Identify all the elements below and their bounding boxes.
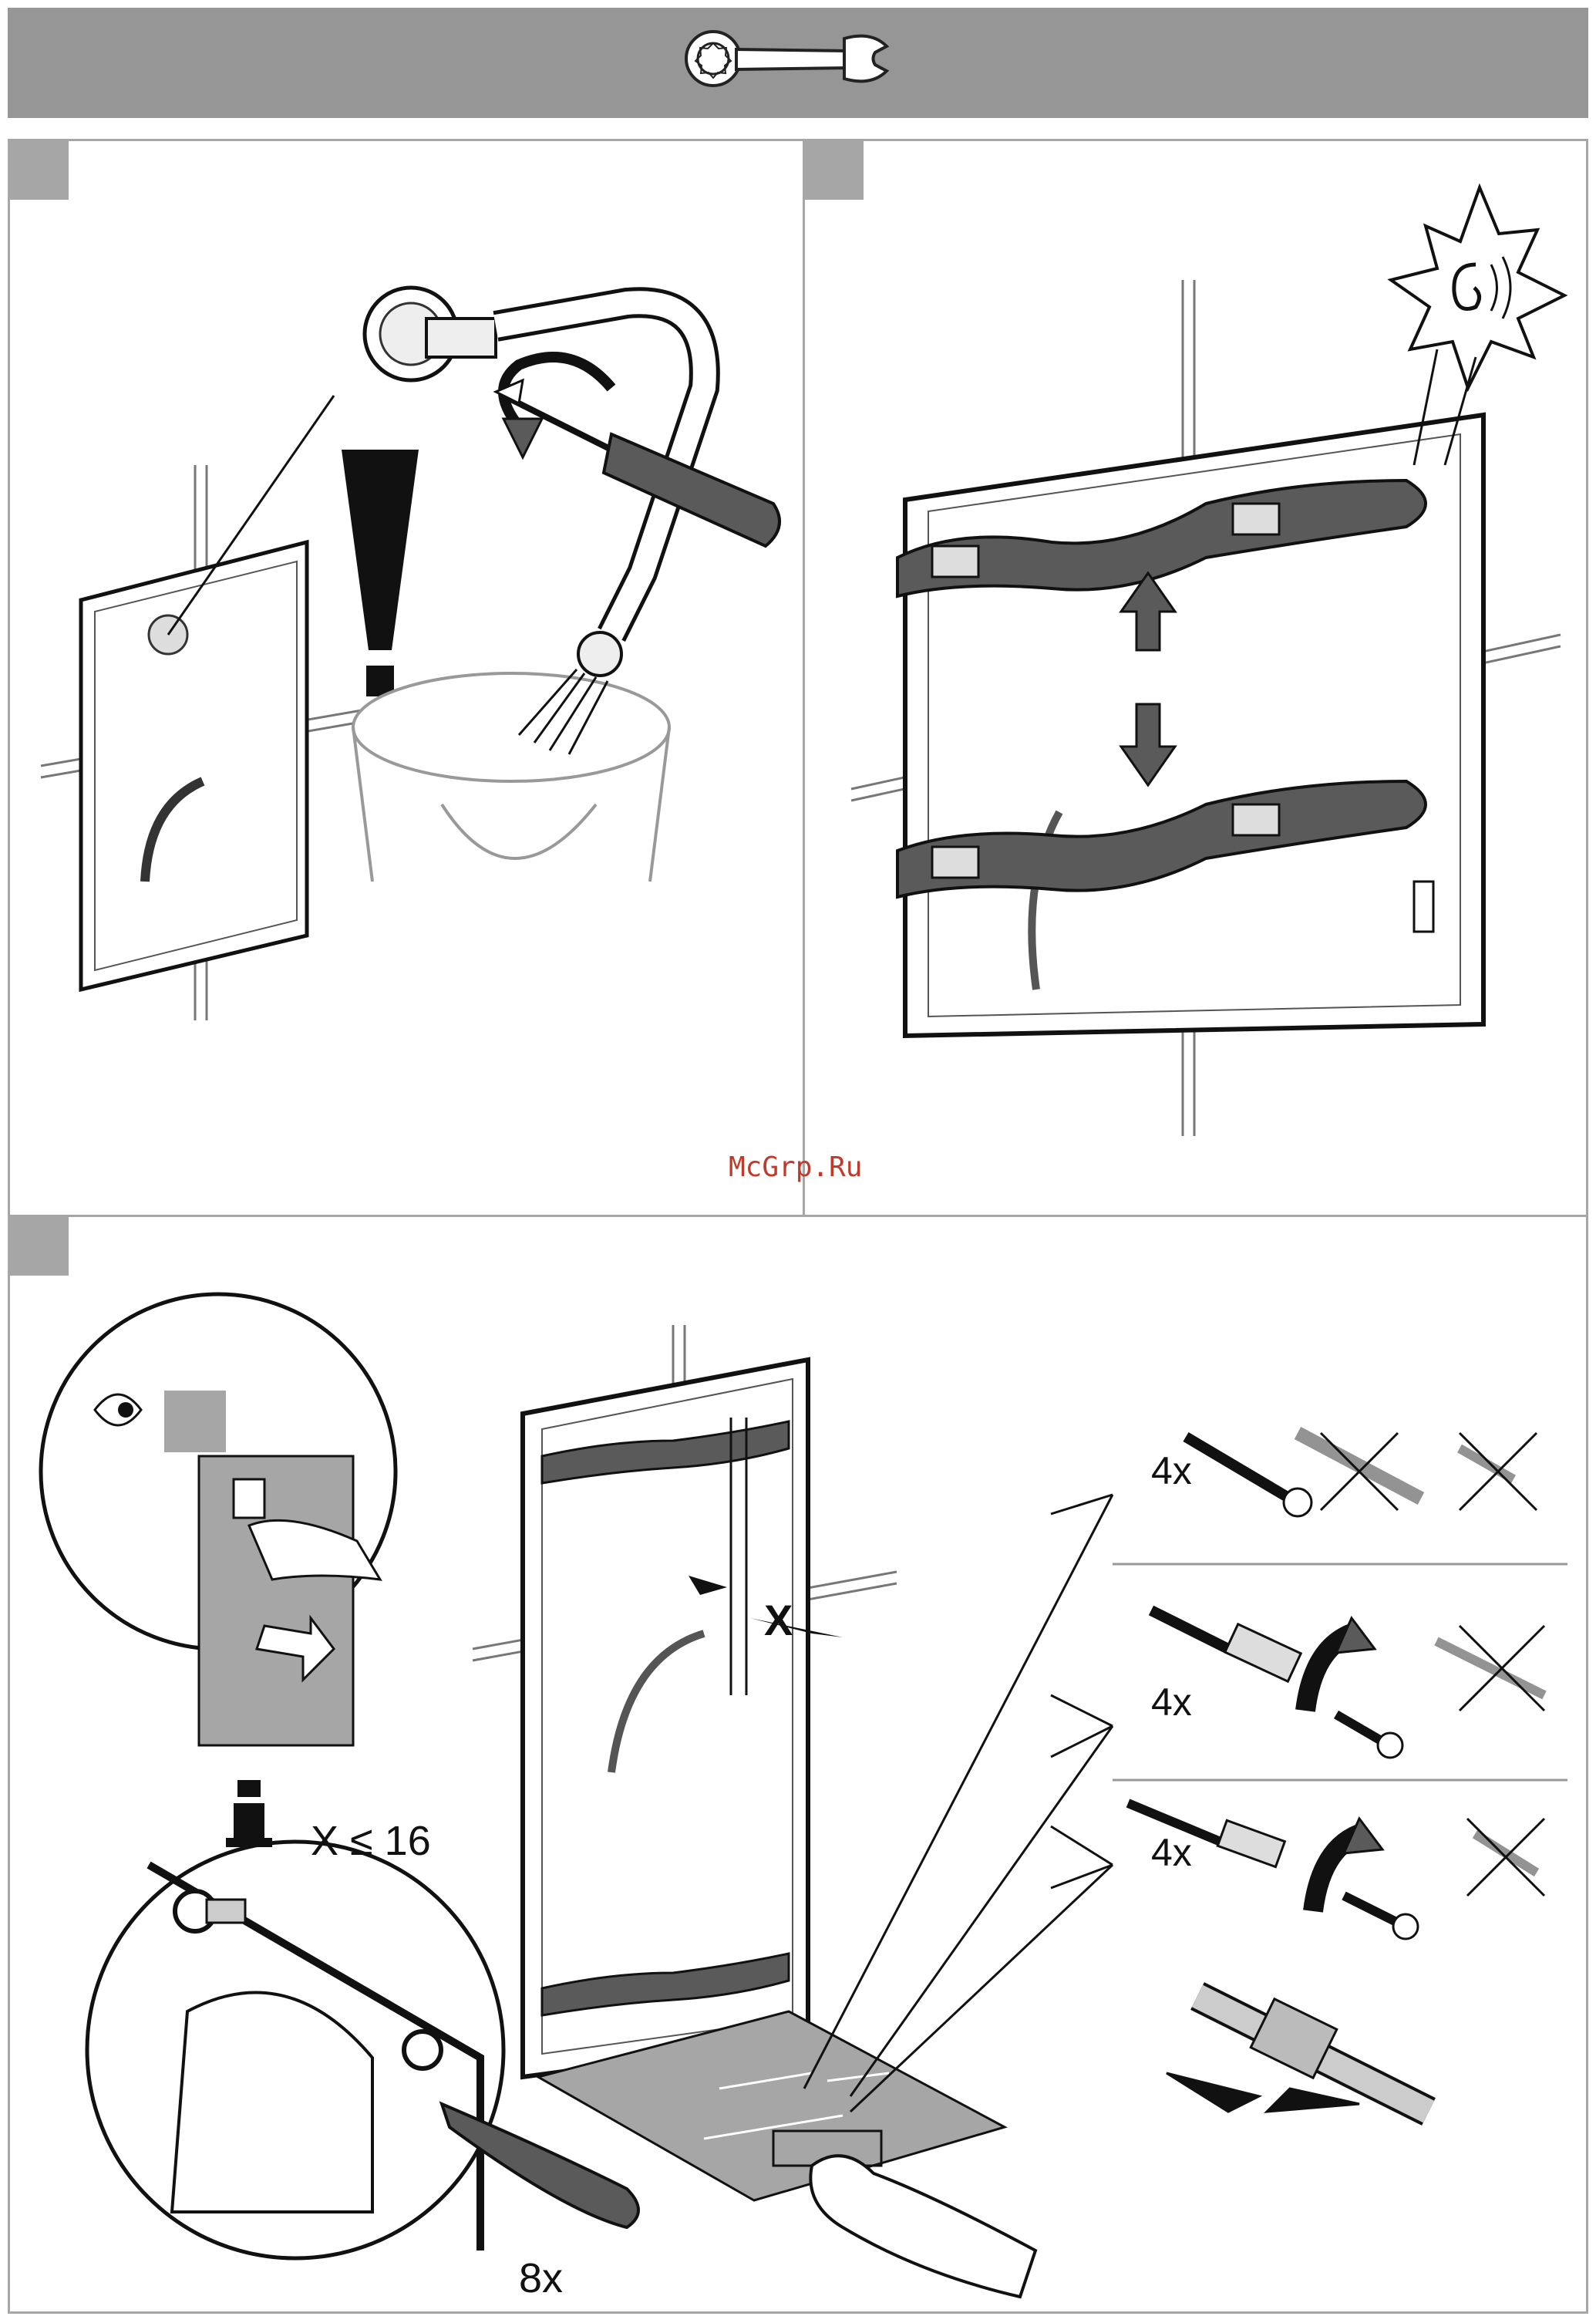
wrench-icon (8, 8, 1588, 118)
quantity-label-row-1: 4x (1151, 1448, 1192, 1493)
watermark: McGrp.Ru (729, 1151, 862, 1183)
quantity-label-row-3: 4x (1151, 1830, 1192, 1875)
screw-count-label: 8x (519, 2254, 563, 2302)
quantity-label-row-2: 4x (1151, 1680, 1192, 1725)
header-bar (8, 8, 1588, 118)
max-gap-label: X ≤ 16 (311, 1817, 431, 1865)
mounting-frame-illustration (805, 141, 1591, 1219)
gap-dimension-label: X (764, 1595, 793, 1645)
step-1-panel (8, 139, 805, 1217)
drain-pipe-illustration (10, 141, 807, 1219)
installation-illustration (10, 1217, 1591, 2316)
step-3-panel: 4x 4x 4x X X ≤ 16 8x (8, 1215, 1588, 2314)
step-2-panel (803, 139, 1588, 1217)
